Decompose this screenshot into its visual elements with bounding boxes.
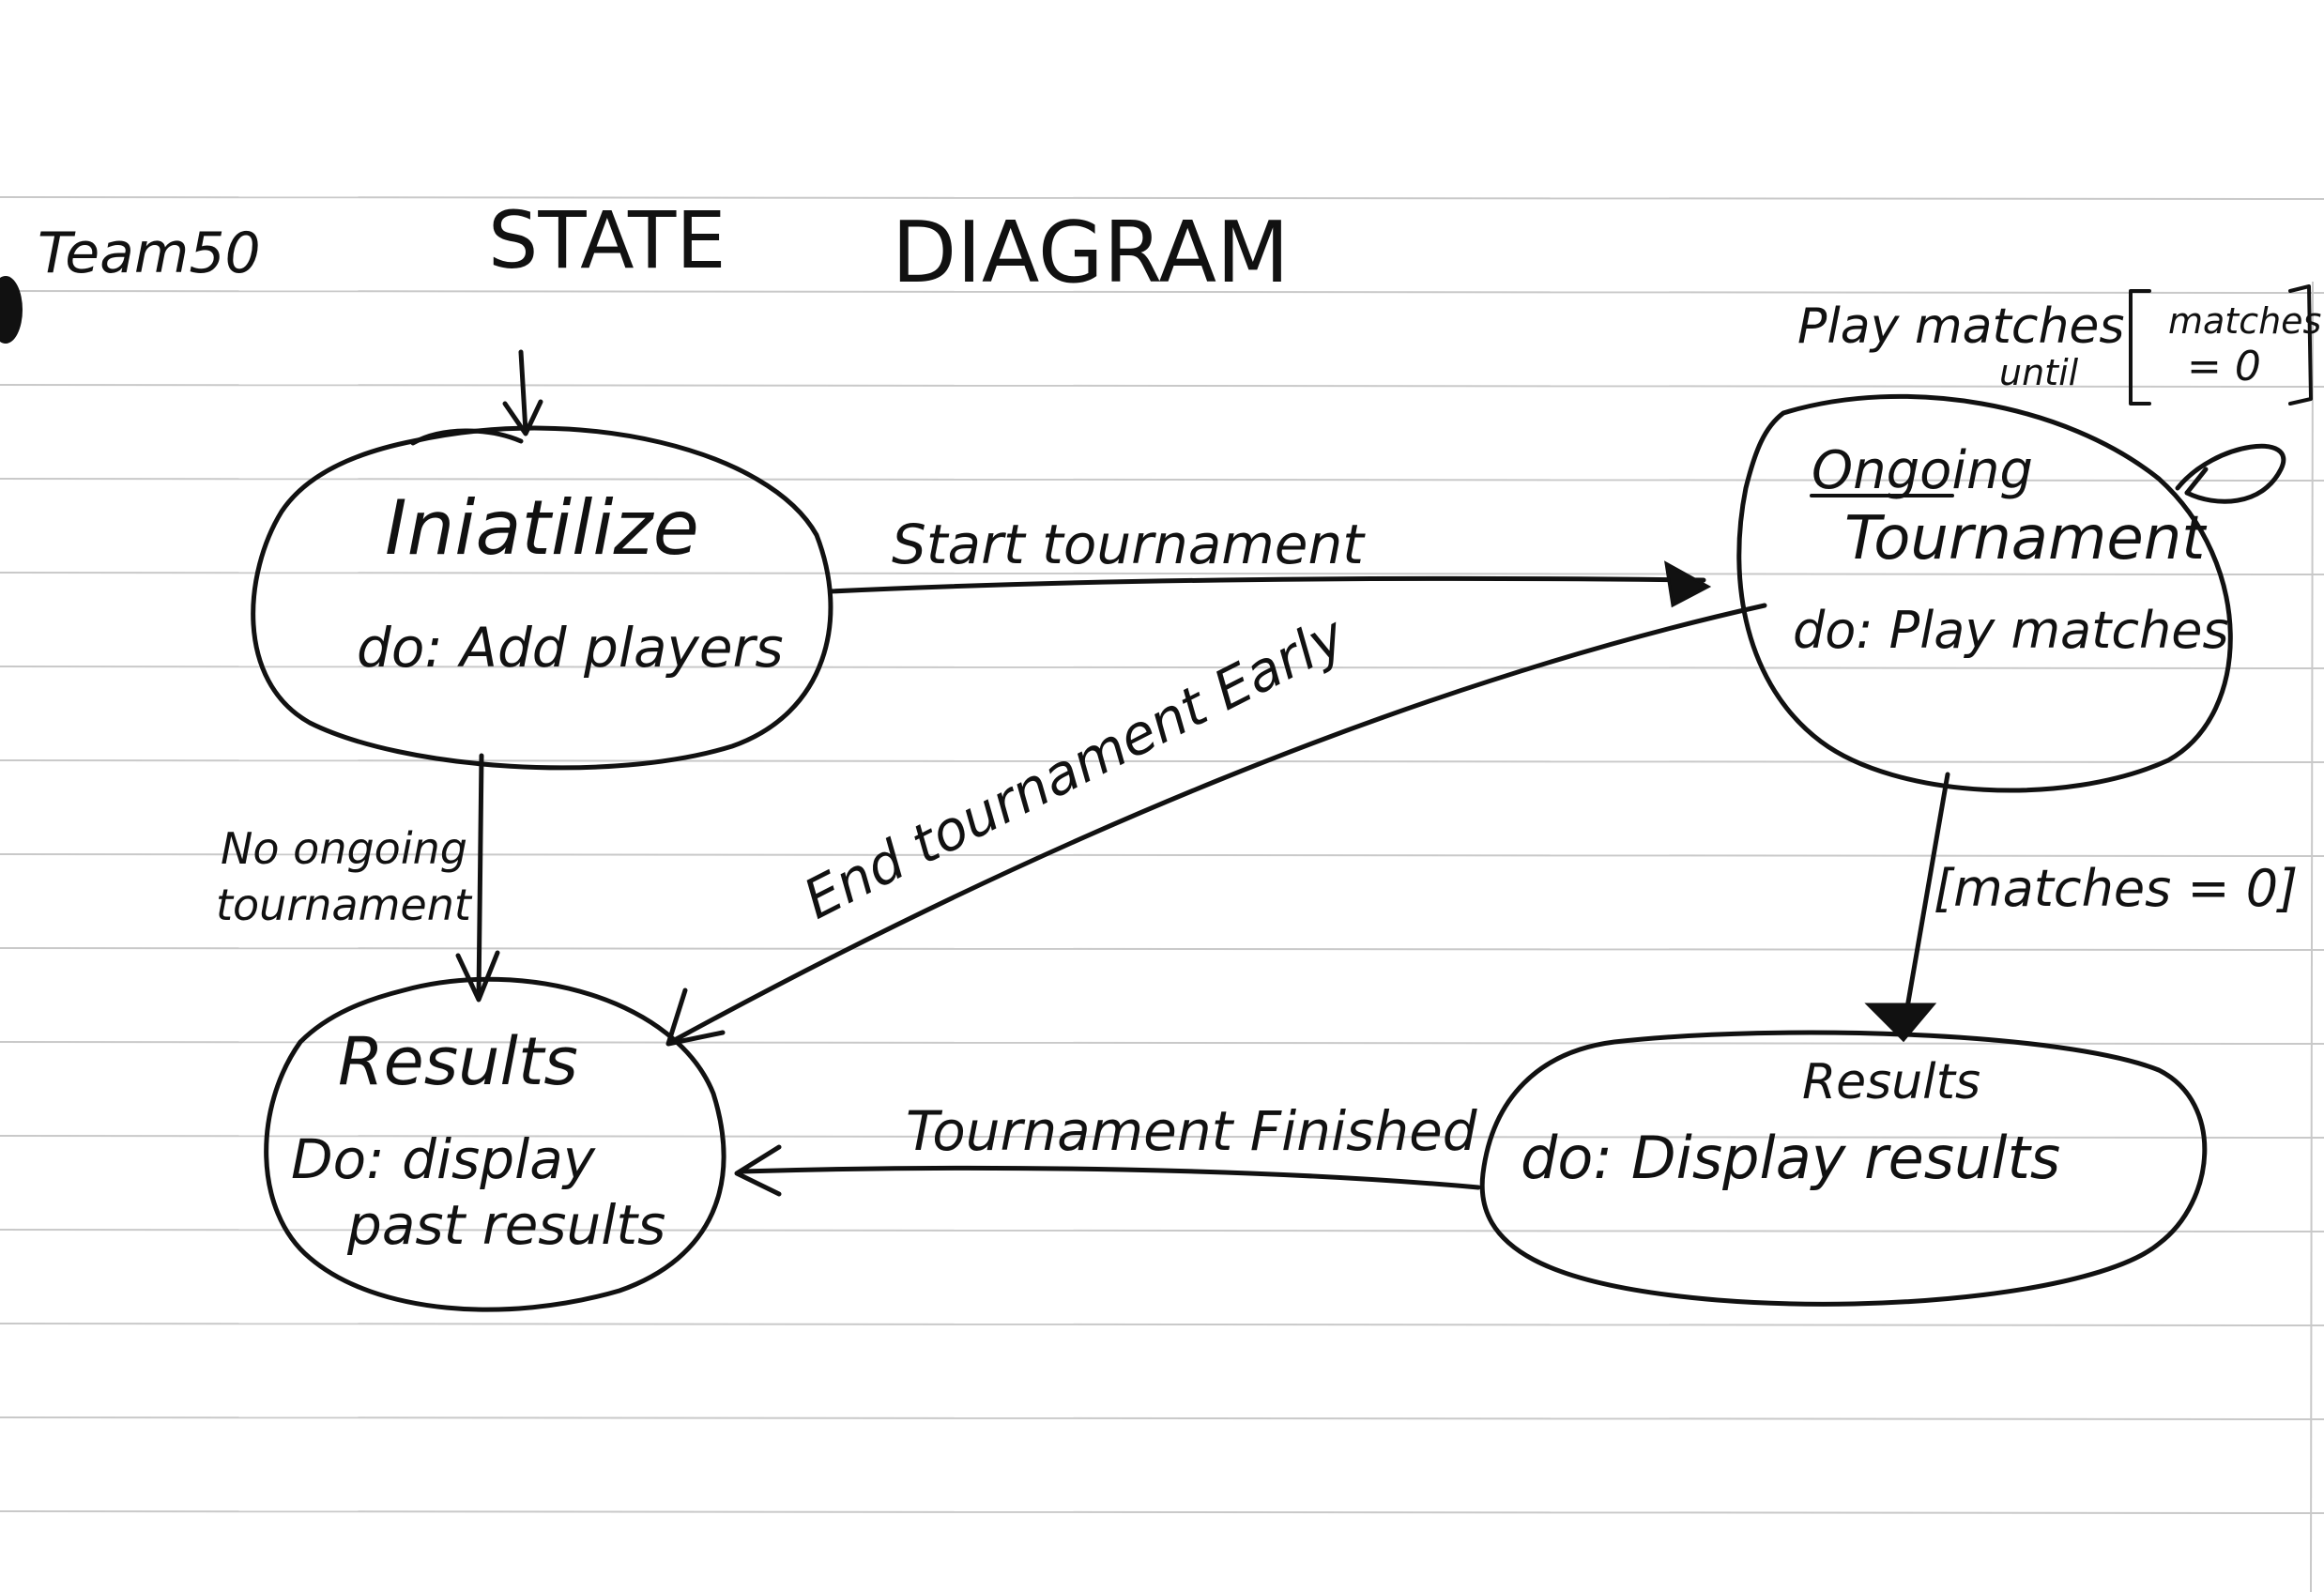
state-ongoing-outline (1736, 393, 2233, 793)
transition-tournament-finished: Tournament Finished (734, 1099, 1481, 1197)
state-initialize-name: Iniatilize (385, 484, 699, 572)
state-results-left-name: Results (338, 1023, 578, 1100)
binder-hole-mark (0, 276, 23, 344)
state-results-right-outline (1479, 1030, 2208, 1307)
transition-no-ongoing-label-line1: No ongoing (221, 823, 467, 874)
arrowhead (1864, 1003, 1937, 1043)
transition-finished-label: Tournament Finished (906, 1099, 1478, 1163)
state-initialize-outline (251, 425, 833, 771)
transition-self-loop: Play matches until matches = 0 (1797, 284, 2321, 504)
state-ongoing: Ongoing Tournament do: Play matches (1736, 393, 2233, 793)
initial-arrow (502, 349, 543, 436)
title-diagram: DIAGRAM (892, 204, 1290, 302)
state-results-right-name: Results (1802, 1054, 1980, 1110)
self-loop-label-line2: until (1999, 352, 2079, 393)
arrowhead (1664, 560, 1712, 608)
transition-start-label: Start tournament (892, 513, 1366, 576)
transition-end-early-label: End tournament Early (793, 604, 1354, 932)
state-ongoing-name-line1: Ongoing (1812, 440, 2033, 501)
transition-matches-zero: [matches = 0] (1864, 772, 2298, 1043)
state-ongoing-activity: do: Play matches (1793, 601, 2229, 660)
transition-start-tournament: Start tournament (828, 513, 1712, 608)
state-results-right: Results do: Display results (1479, 1030, 2208, 1307)
transition-no-ongoing-label-line2: tournament (216, 880, 473, 930)
state-results-left: Results Do: display past results (264, 976, 726, 1312)
state-initialize: Iniatilize do: Add players (251, 425, 833, 771)
self-loop-guard-line2: = 0 (2187, 343, 2261, 390)
state-initialize-activity: do: Add players (357, 616, 784, 680)
transition-end-early: End tournament Early (665, 603, 1767, 1047)
transition-no-ongoing: No ongoing tournament (216, 753, 500, 1003)
team-label: Team50 (38, 221, 261, 286)
title-state: STATE (488, 194, 726, 286)
state-results-right-activity: do: Display results (1521, 1124, 2060, 1192)
self-loop-guard-line1: matches (2168, 300, 2321, 342)
ruled-lines (0, 196, 2324, 1592)
state-ongoing-name-line2: Tournament (1844, 504, 2208, 574)
state-results-left-activity-line1: Do: display (291, 1127, 596, 1191)
state-results-left-activity-line2: past results (346, 1193, 665, 1257)
transition-matches-zero-label: [matches = 0] (1934, 859, 2298, 918)
state-results-left-outline (264, 976, 726, 1312)
self-loop-label-line1: Play matches (1797, 298, 2125, 355)
